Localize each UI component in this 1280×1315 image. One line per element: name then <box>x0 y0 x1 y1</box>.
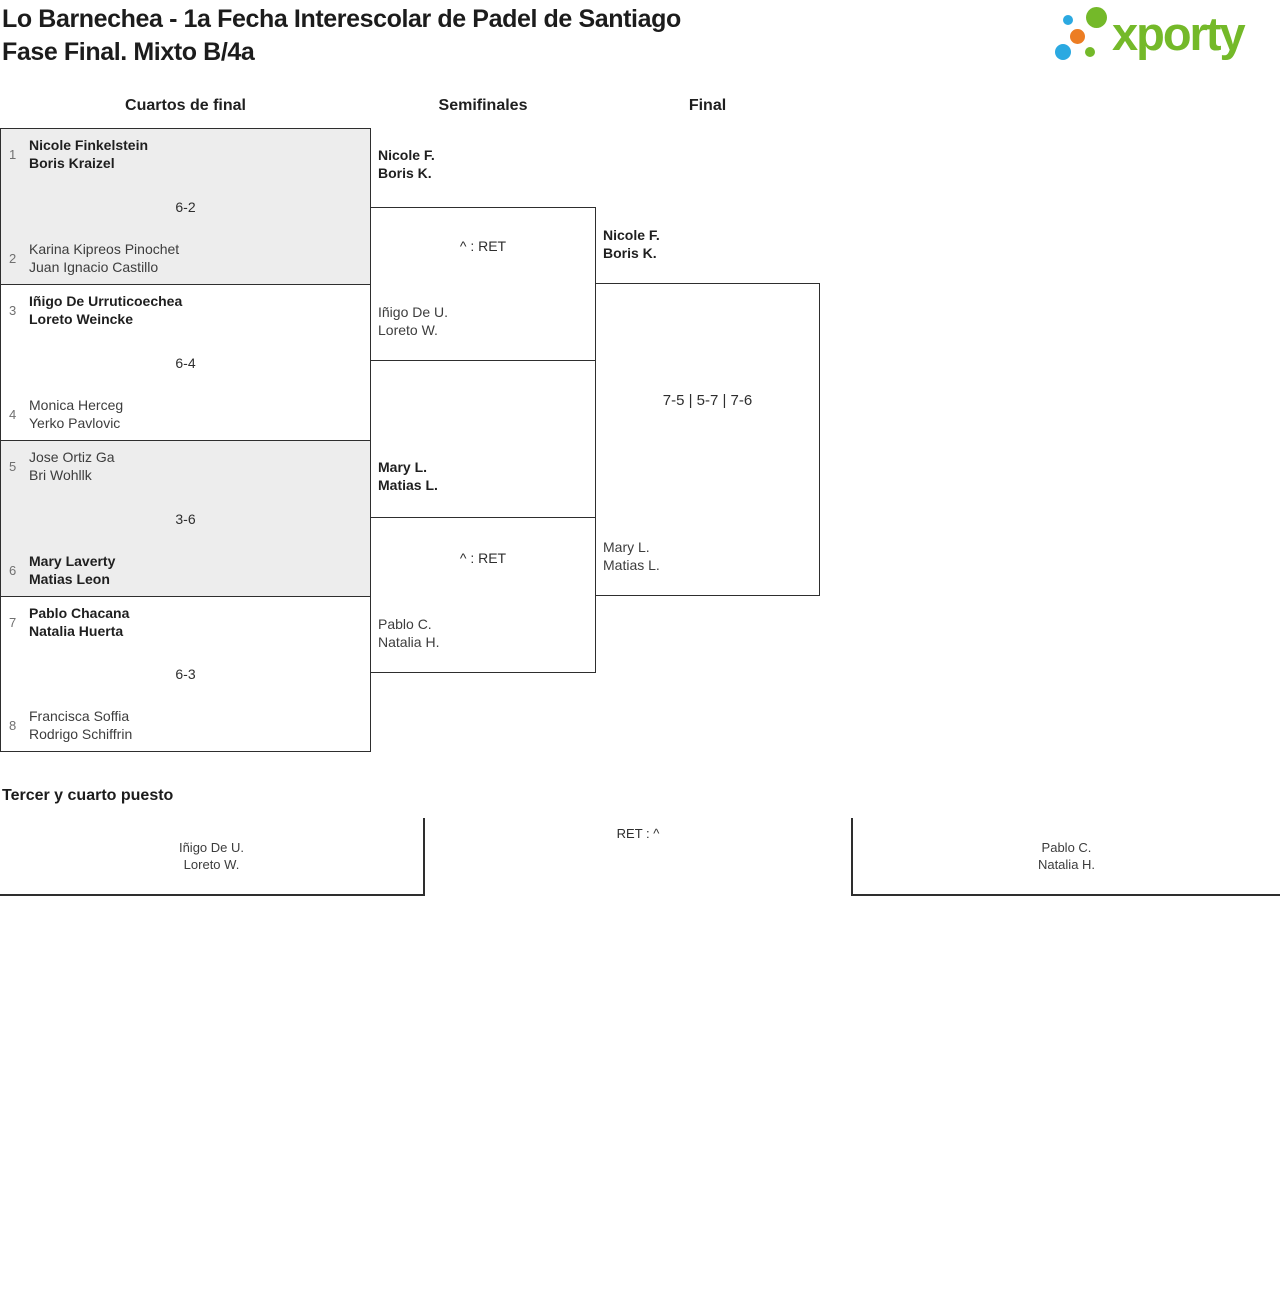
quarterfinal-match-4: 7 Pablo Chacana Natalia Huerta 6-3 8 Fra… <box>0 596 371 752</box>
semifinal-2-team-top: Mary L. Matias L. <box>378 458 438 494</box>
column-header-final: Final <box>688 97 727 114</box>
player-name: Mary Laverty <box>29 553 116 569</box>
team-names: Nicole Finkelstein Boris Kraizel <box>29 136 148 172</box>
player-name: Iñigo De Urruticoechea <box>29 293 183 309</box>
team-seed-5: 5 Jose Ortiz Ga Bri Wohllk <box>9 448 115 484</box>
seed-number: 7 <box>9 614 17 630</box>
player-name: Mary L. <box>378 459 428 475</box>
player-name: Boris K. <box>603 245 657 261</box>
player-name: Yerko Pavlovic <box>29 415 121 431</box>
third-place-heading: Tercer y cuarto puesto <box>2 787 174 804</box>
seed-number: 8 <box>9 717 17 733</box>
player-name: Matias L. <box>378 477 438 493</box>
seed-number: 2 <box>9 250 17 266</box>
team-seed-8: 8 Francisca Soffia Rodrigo Schiffrin <box>9 707 132 743</box>
third-place-team-left: Iñigo De U. Loreto W. <box>179 839 244 873</box>
player-name: Loreto W. <box>378 322 438 338</box>
team-names: Monica Herceg Yerko Pavlovic <box>29 396 123 432</box>
player-name: Iñigo De U. <box>178 840 245 855</box>
quarterfinal-match-1: 1 Nicole Finkelstein Boris Kraizel 6-2 2… <box>0 128 371 285</box>
player-name: Nicole F. <box>603 227 660 243</box>
player-name: Natalia Huerta <box>29 623 124 639</box>
semifinal-1-team-top: Nicole F. Boris K. <box>378 146 435 182</box>
player-name: Pablo Chacana <box>29 605 130 621</box>
column-header-semifinals: Semifinales <box>438 97 528 114</box>
player-name: Pablo C. <box>1041 840 1092 855</box>
player-name: Nicole F. <box>378 147 435 163</box>
seed-number: 4 <box>9 406 17 422</box>
team-seed-2: 2 Karina Kipreos Pinochet Juan Ignacio C… <box>9 240 179 276</box>
player-name: Mary L. <box>603 539 650 555</box>
player-name: Jose Ortiz Ga <box>29 449 115 465</box>
seed-number: 3 <box>9 302 17 318</box>
column-header-quarterfinals: Cuartos de final <box>125 97 246 114</box>
logo-dot-orange-icon <box>1070 29 1085 44</box>
team-seed-1: 1 Nicole Finkelstein Boris Kraizel <box>9 136 148 172</box>
player-name: Boris Kraizel <box>29 155 115 171</box>
final-score: 7-5 | 5-7 | 7-6 <box>662 392 753 409</box>
logo-wordmark: xporty <box>1112 7 1246 60</box>
team-seed-3: 3 Iñigo De Urruticoechea Loreto Weincke <box>9 292 182 328</box>
logo-dot-green-small-icon <box>1085 47 1095 57</box>
seed-number: 5 <box>9 458 17 474</box>
player-name: Matias L. <box>603 557 660 573</box>
team-names: Pablo Chacana Natalia Huerta <box>29 604 129 640</box>
player-name: Pablo C. <box>378 616 432 632</box>
third-place-team-left-box: Iñigo De U. Loreto W. <box>0 818 425 896</box>
semifinal-2-score: ^ : RET <box>459 550 507 566</box>
match-score: 6-2 <box>175 198 196 215</box>
third-place-team-right-box: Pablo C. Natalia H. <box>851 818 1280 896</box>
semifinal-2-team-bottom: Pablo C. Natalia H. <box>378 615 439 651</box>
page-title-line2: Fase Final. Mixto B/4a <box>2 38 255 66</box>
player-name: Boris K. <box>378 165 432 181</box>
match-score: 6-3 <box>175 666 196 682</box>
player-name: Nicole Finkelstein <box>29 137 149 153</box>
team-names: Karina Kipreos Pinochet Juan Ignacio Cas… <box>29 240 179 276</box>
final-match-box <box>595 283 820 596</box>
player-name: Rodrigo Schiffrin <box>29 726 133 742</box>
semifinal-1-team-bottom: Iñigo De U. Loreto W. <box>378 303 448 339</box>
logo-dot-blue-small-icon <box>1063 15 1073 25</box>
team-names: Jose Ortiz Ga Bri Wohllk <box>29 448 115 484</box>
xporty-logo[interactable]: xporty <box>1050 2 1278 68</box>
player-name: Iñigo De U. <box>378 304 449 320</box>
player-name: Monica Herceg <box>29 397 124 413</box>
seed-number: 6 <box>9 562 17 578</box>
final-team-top: Nicole F. Boris K. <box>603 226 660 262</box>
quarterfinal-match-3: 5 Jose Ortiz Ga Bri Wohllk 3-6 6 Mary La… <box>0 440 371 597</box>
page-title: Lo Barnechea - 1a Fecha Interescolar de … <box>2 3 681 69</box>
third-place-team-right: Pablo C. Natalia H. <box>1038 839 1095 873</box>
quarterfinal-match-2: 3 Iñigo De Urruticoechea Loreto Weincke … <box>0 284 371 441</box>
page-title-line1: Lo Barnechea - 1a Fecha Interescolar de … <box>2 5 681 33</box>
team-names: Francisca Soffia Rodrigo Schiffrin <box>29 707 132 743</box>
team-seed-7: 7 Pablo Chacana Natalia Huerta <box>9 604 129 640</box>
player-name: Natalia H. <box>1037 857 1096 872</box>
logo-dot-blue-medium-icon <box>1055 44 1071 60</box>
player-name: Loreto Weincke <box>29 311 133 327</box>
semifinal-1-score: ^ : RET <box>459 238 507 254</box>
player-name: Natalia H. <box>378 634 440 650</box>
player-name: Matias Leon <box>29 571 110 587</box>
team-names: Mary Laverty Matias Leon <box>29 552 115 588</box>
match-score: 3-6 <box>175 510 196 527</box>
player-name: Juan Ignacio Castillo <box>29 259 159 275</box>
player-name: Francisca Soffia <box>29 708 130 724</box>
third-place-score: RET : ^ <box>616 826 660 841</box>
logo-dot-green-large-icon <box>1086 7 1107 28</box>
final-team-bottom: Mary L. Matias L. <box>603 538 660 574</box>
match-score: 6-4 <box>175 354 196 371</box>
team-names: Iñigo De Urruticoechea Loreto Weincke <box>29 292 182 328</box>
player-name: Karina Kipreos Pinochet <box>29 241 180 257</box>
team-seed-4: 4 Monica Herceg Yerko Pavlovic <box>9 396 123 432</box>
seed-number: 1 <box>9 146 17 162</box>
player-name: Loreto W. <box>183 857 240 872</box>
player-name: Bri Wohllk <box>29 467 92 483</box>
team-seed-6: 6 Mary Laverty Matias Leon <box>9 552 115 588</box>
